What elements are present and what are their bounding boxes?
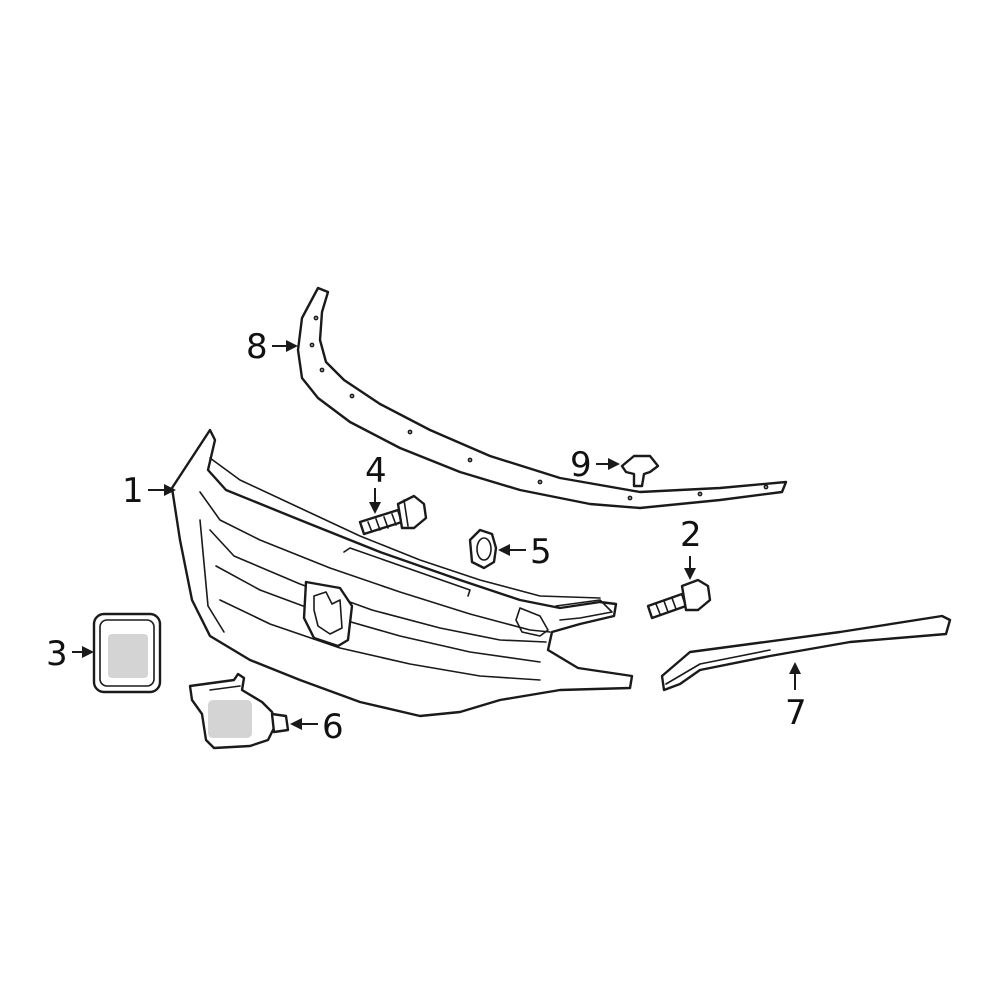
leader-5 bbox=[498, 544, 526, 556]
callout-6: 6 bbox=[322, 707, 344, 747]
bolt-4 bbox=[358, 494, 428, 536]
leader-2 bbox=[684, 556, 696, 580]
emblem-base bbox=[188, 672, 290, 750]
nut-5 bbox=[468, 528, 498, 570]
callout-9: 9 bbox=[570, 445, 592, 485]
callout-2: 2 bbox=[680, 515, 702, 555]
clip-9 bbox=[620, 454, 660, 488]
leader-9 bbox=[596, 458, 620, 470]
leader-1 bbox=[148, 484, 176, 496]
callout-7: 7 bbox=[785, 693, 807, 733]
callout-5: 5 bbox=[530, 532, 552, 572]
leader-8 bbox=[272, 340, 298, 352]
leader-6 bbox=[290, 718, 318, 730]
upper-molding-strip bbox=[296, 286, 788, 510]
callout-3: 3 bbox=[46, 634, 68, 674]
callout-1: 1 bbox=[122, 471, 144, 511]
lower-molding-strip bbox=[660, 614, 952, 692]
callout-4: 4 bbox=[365, 451, 387, 491]
callout-8: 8 bbox=[246, 327, 268, 367]
front-emblem bbox=[92, 612, 162, 694]
grille-assembly bbox=[170, 428, 634, 718]
leader-3 bbox=[72, 646, 94, 658]
leader-7 bbox=[789, 662, 801, 690]
bolt-2 bbox=[646, 578, 712, 620]
leader-4 bbox=[369, 488, 381, 514]
